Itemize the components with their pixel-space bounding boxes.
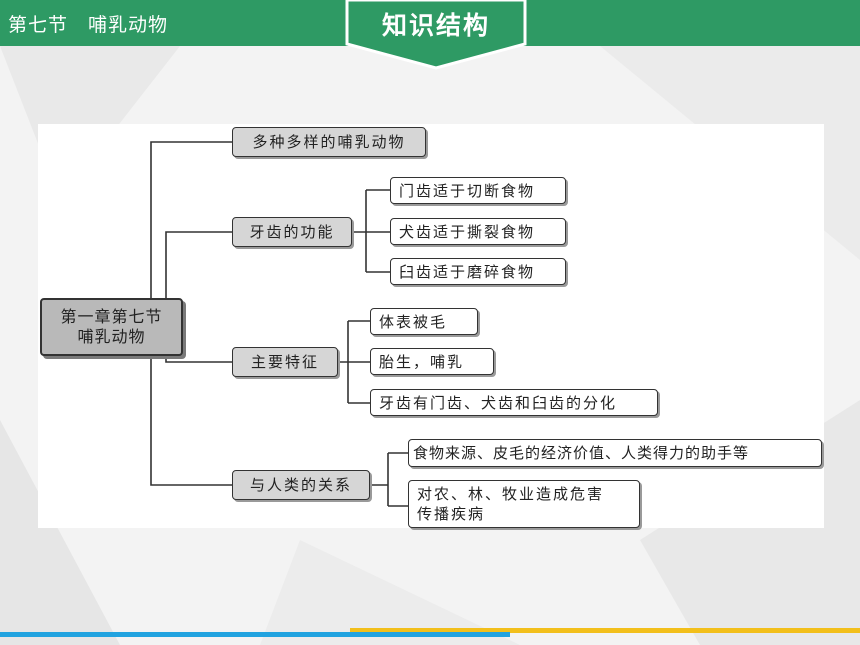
- footer-stripe-blue: [0, 632, 510, 637]
- branch-human-relation: 与人类的关系: [232, 470, 370, 500]
- leaf-benefits: 食物来源、皮毛的经济价值、人类得力的助手等: [408, 439, 822, 467]
- leaf-viviparous: 胎生，哺乳: [370, 348, 494, 375]
- leaf-canines: 犬齿适于撕裂食物: [390, 218, 566, 245]
- leaf-harms-line2: 传播疾病: [417, 505, 486, 523]
- root-node: 第一章第七节 哺乳动物: [40, 298, 183, 356]
- root-line1: 第一章第七节: [60, 307, 163, 326]
- branch-main-features: 主要特征: [232, 347, 338, 377]
- tab-banner: [345, 0, 527, 70]
- leaf-harms: 对农、林、牧业造成危害 传播疾病: [408, 480, 640, 528]
- footer-stripe-yellow: [350, 628, 860, 633]
- branch-teeth-function: 牙齿的功能: [232, 217, 352, 247]
- leaf-molars: 臼齿适于磨碎食物: [390, 258, 566, 285]
- leaf-incisors: 门齿适于切断食物: [390, 177, 566, 204]
- branch-diverse-mammals: 多种多样的哺乳动物: [232, 127, 426, 157]
- leaf-teeth-differentiation: 牙齿有门齿、犬齿和臼齿的分化: [370, 389, 658, 416]
- leaf-body-hair: 体表被毛: [370, 308, 478, 335]
- root-line2: 哺乳动物: [77, 327, 146, 346]
- section-title: 第七节 哺乳动物: [8, 14, 169, 36]
- leaf-harms-line1: 对农、林、牧业造成危害: [417, 485, 605, 503]
- tab-knowledge-structure[interactable]: 知识结构: [381, 11, 490, 40]
